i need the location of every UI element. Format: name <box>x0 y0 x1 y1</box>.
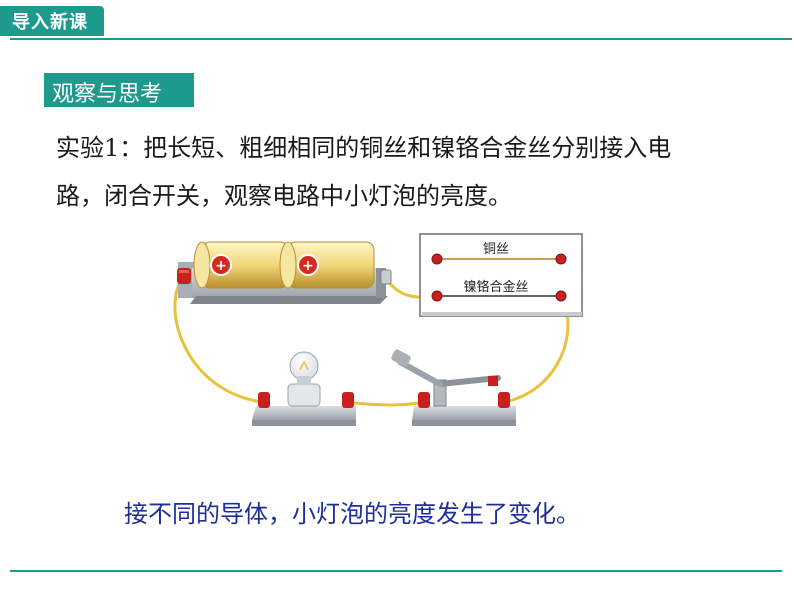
conclusion-text: 接不同的导体，小灯泡的亮度发生了变化。 <box>124 500 580 528</box>
switch-terminal-icon <box>418 392 510 408</box>
bulb-icon <box>289 351 319 385</box>
copper-wire-label: 铜丝 <box>483 242 509 257</box>
footer-divider <box>10 570 782 572</box>
header-title: 导入新课 <box>12 12 88 33</box>
header-tab <box>0 6 104 36</box>
switch-base <box>412 406 516 426</box>
section-title: 观察与思考 <box>52 82 163 107</box>
battery-terminal-right-icon <box>380 269 392 285</box>
wire-bulb-to-switch <box>344 400 426 407</box>
battery-plus-symbol-1: + <box>215 258 227 274</box>
battery-plus-symbol-2: + <box>302 258 314 274</box>
nichrome-wire-label: 镍铬合金丝 <box>463 279 528 295</box>
bulb-base <box>252 383 356 426</box>
experiment-text-line2: 路，闭合开关，观察电路中小灯泡的亮度。 <box>56 182 512 210</box>
experiment-text-line1: 实验1：把长短、粗细相同的铜丝和镍铬合金丝分别接入电 <box>56 134 672 162</box>
switch-lever-icon <box>391 349 501 407</box>
battery-plus-icon-2: + <box>297 254 319 276</box>
wire-board: 铜丝 镍铬合金丝 <box>419 233 583 317</box>
battery-terminal-left-icon <box>177 268 191 284</box>
wire-battery-left-to-bulb <box>173 274 264 404</box>
header-divider <box>10 38 792 40</box>
board-terminal-icon <box>431 253 567 302</box>
bulb-terminal-icon <box>258 392 354 408</box>
battery-cell-2 <box>279 241 375 289</box>
battery-cell-1 <box>193 241 289 289</box>
battery-plus-icon-1: + <box>210 254 232 276</box>
section-label-box <box>44 73 194 107</box>
